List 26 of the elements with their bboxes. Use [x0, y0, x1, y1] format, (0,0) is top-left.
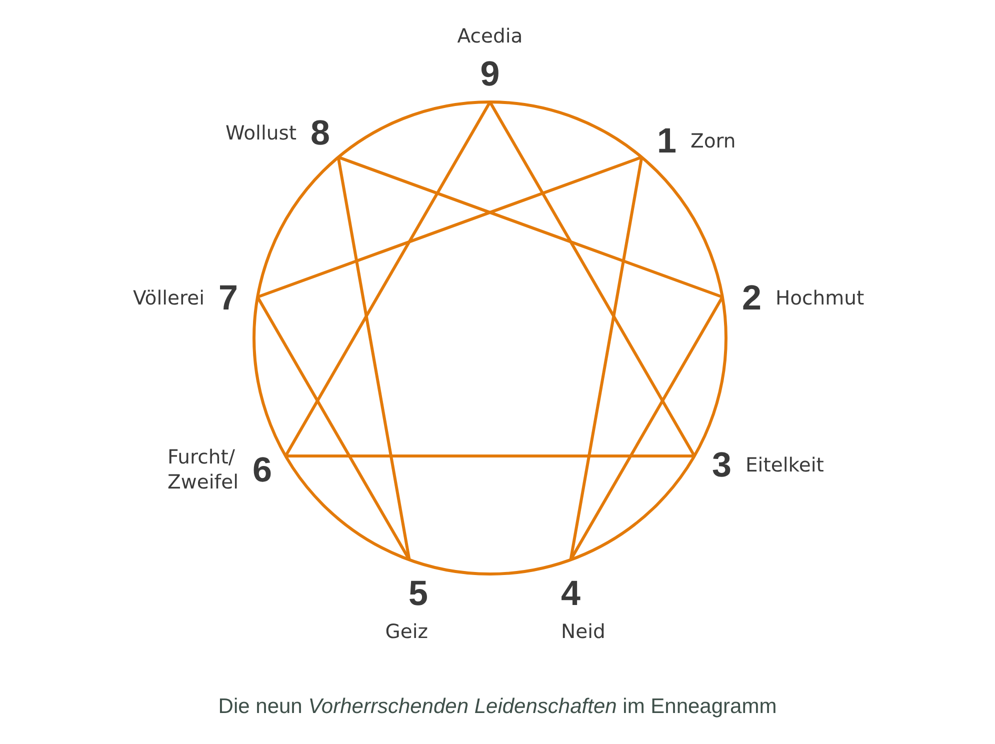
name-label: Furcht/ Zweifel — [168, 444, 239, 496]
connector-line — [284, 101, 492, 457]
number-label: 1 — [657, 124, 676, 158]
number-label: 6 — [252, 452, 272, 488]
name-label: Wollust — [225, 120, 297, 146]
name-label: Neid — [561, 619, 606, 644]
name-label: Eitelkeit — [745, 452, 824, 478]
name-label: Zorn — [690, 128, 736, 154]
connector-line — [336, 156, 411, 560]
connector-line — [569, 156, 644, 560]
connector-line — [257, 156, 642, 298]
connector-line — [338, 156, 723, 298]
name-label: Hochmut — [775, 285, 864, 311]
number-label: 7 — [218, 280, 238, 316]
name-label: Geiz — [385, 619, 428, 644]
number-label: 5 — [408, 576, 428, 611]
name-label: Acedia — [457, 24, 523, 49]
number-label: 4 — [561, 576, 580, 611]
number-label: 3 — [712, 448, 732, 482]
number-label: 8 — [310, 116, 330, 150]
caption: Die neun Vorherrschenden Leidenschaften im Enneagramm — [218, 694, 777, 720]
connector-line — [286, 454, 694, 458]
number-label: 2 — [742, 280, 762, 316]
number-label: 9 — [480, 57, 500, 92]
name-label: Völlerei — [132, 285, 205, 311]
connector-line — [488, 101, 696, 457]
